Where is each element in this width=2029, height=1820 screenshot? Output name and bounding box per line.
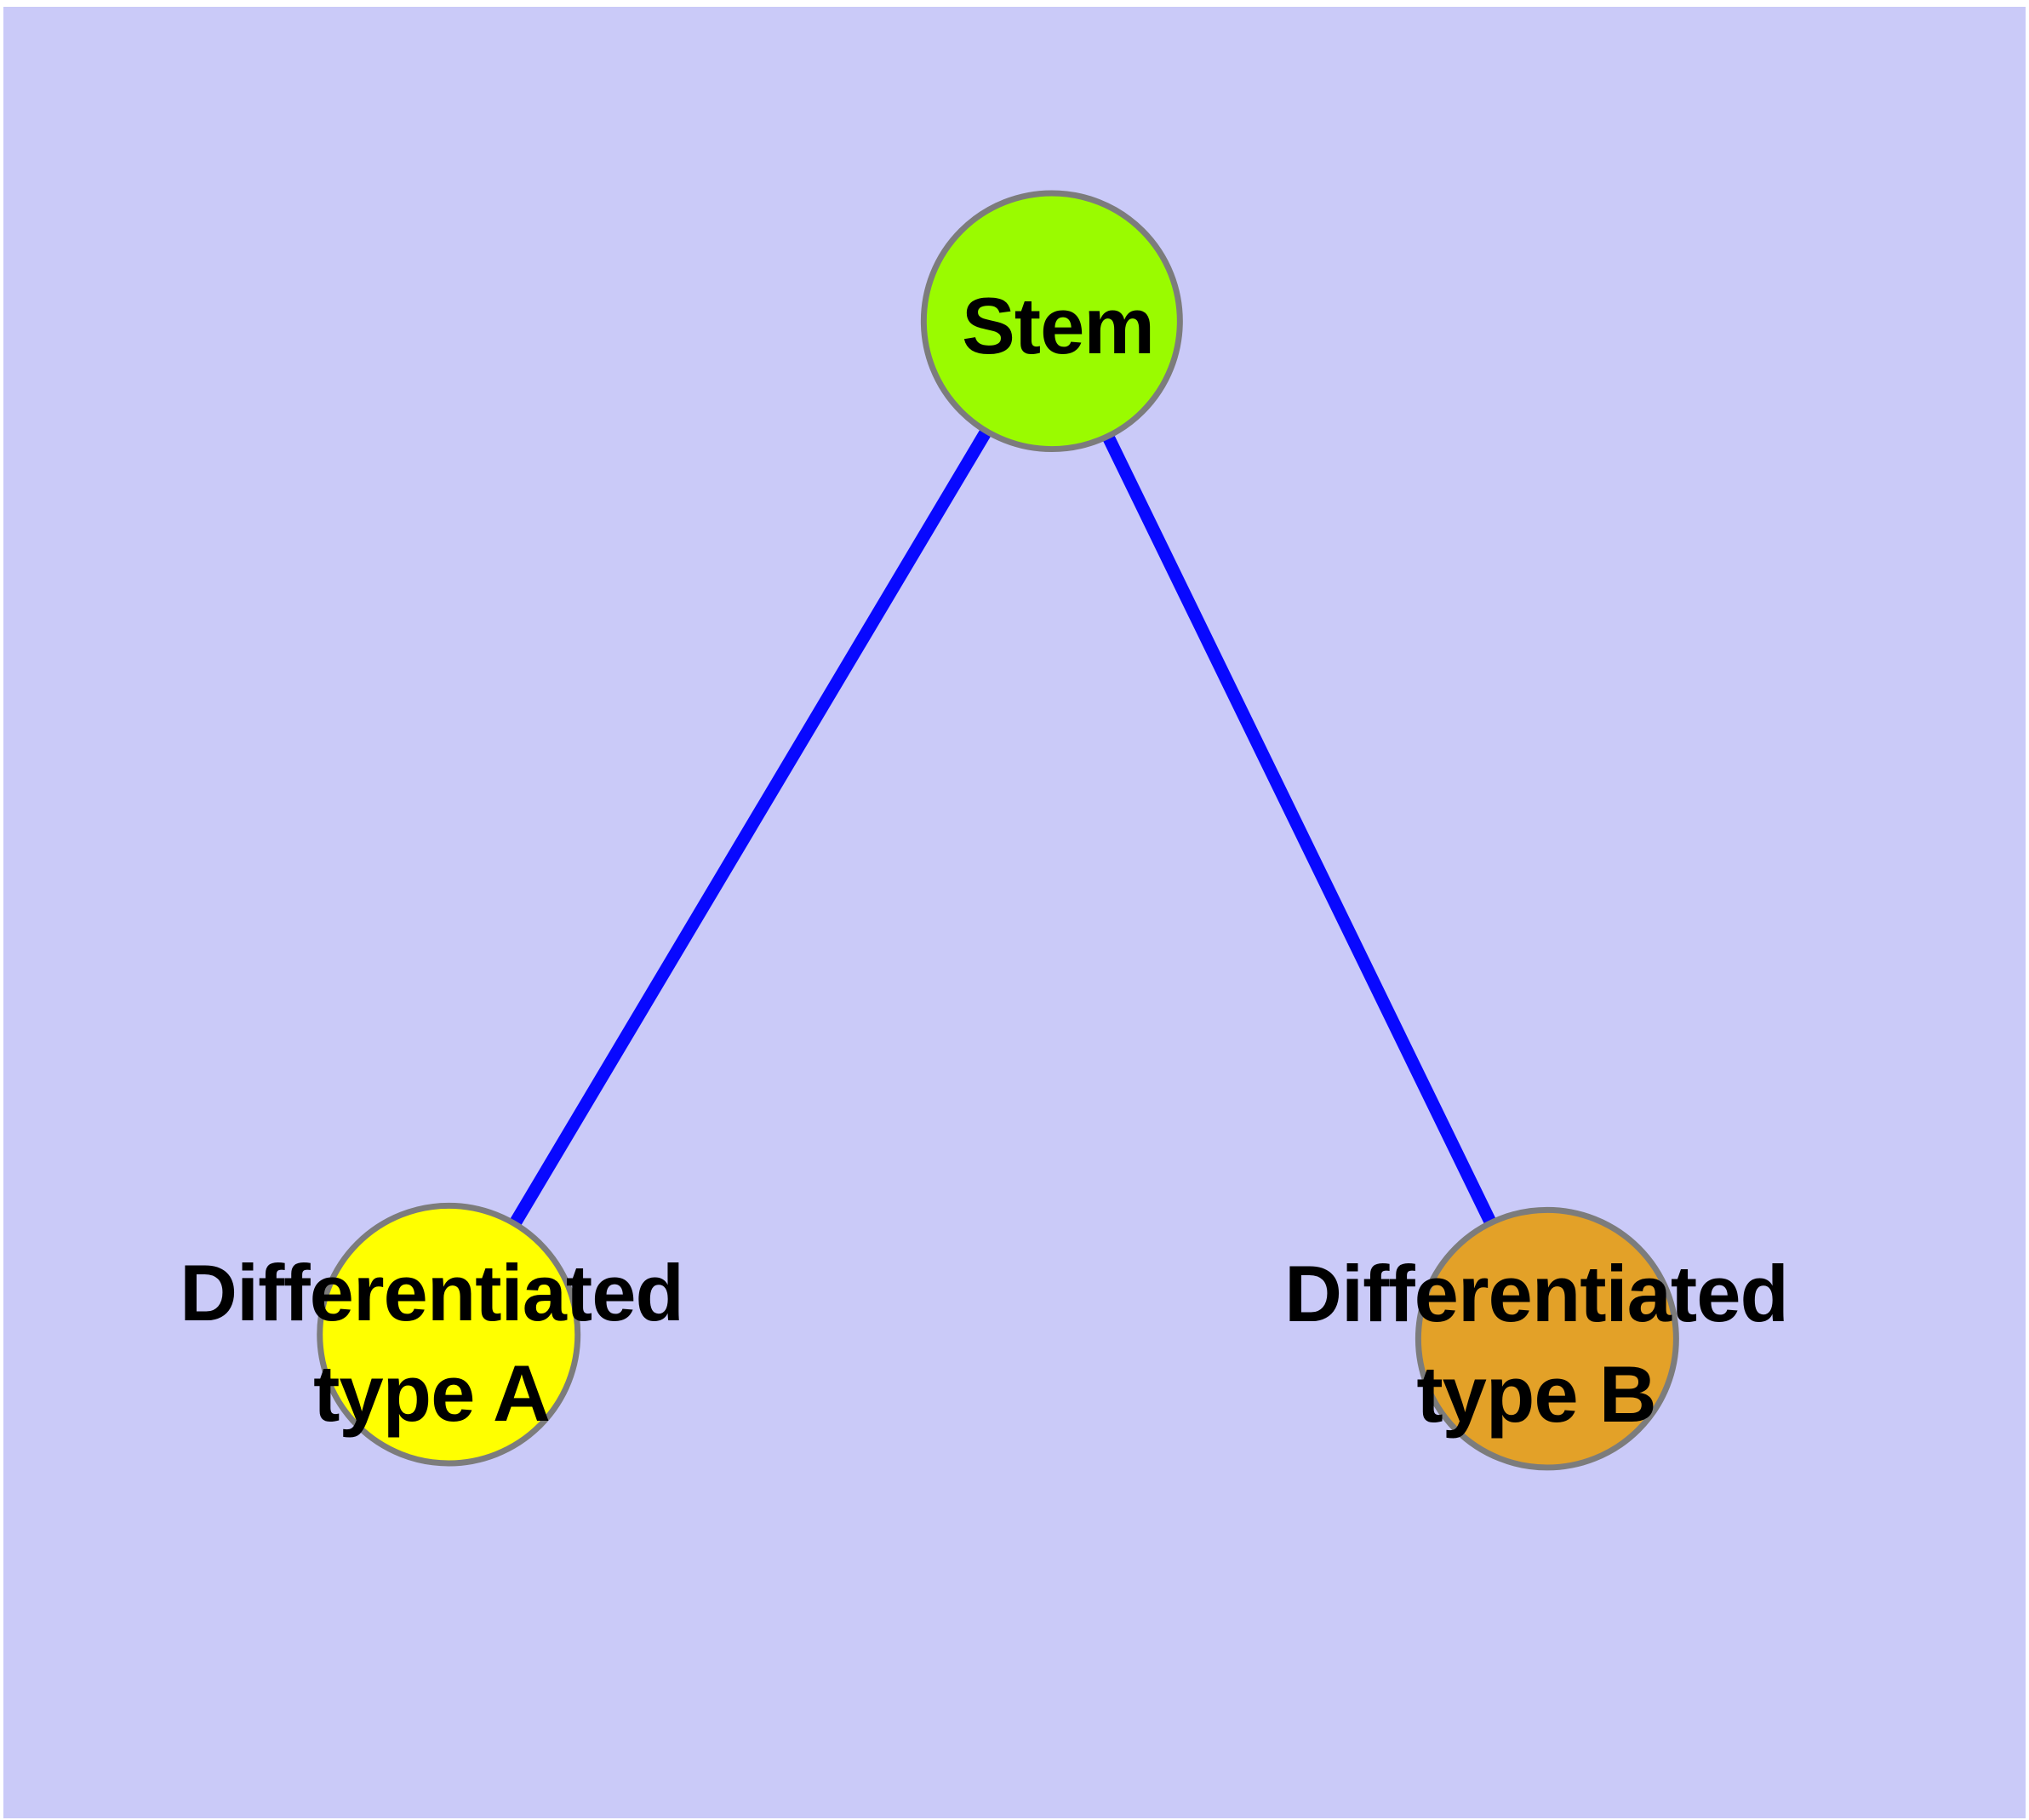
node-stem	[920, 190, 1183, 453]
node-differentiated-type-a	[317, 1202, 581, 1467]
diagram-background: Stem Differentiated type A Differentiate…	[3, 7, 2026, 1818]
node-label-differentiated-type-b-line1: Differentiated	[1284, 1249, 1789, 1338]
graph-canvas	[317, 190, 1679, 1471]
node-label-differentiated-type-b: Differentiated type B	[1284, 1244, 1789, 1445]
node-label-differentiated-type-a: Differentiated type A	[180, 1243, 684, 1444]
node-differentiated-type-b	[1415, 1206, 1679, 1471]
edge-stem-to-type-a	[443, 318, 1058, 1338]
node-label-differentiated-type-a-line2: type A	[313, 1348, 551, 1438]
node-label-differentiated-type-a-line1: Differentiated	[180, 1248, 684, 1337]
edge-stem-to-type-b	[1046, 318, 1553, 1342]
node-label-differentiated-type-b-line2: type B	[1416, 1349, 1656, 1439]
node-label-stem: Stem	[962, 281, 1155, 370]
